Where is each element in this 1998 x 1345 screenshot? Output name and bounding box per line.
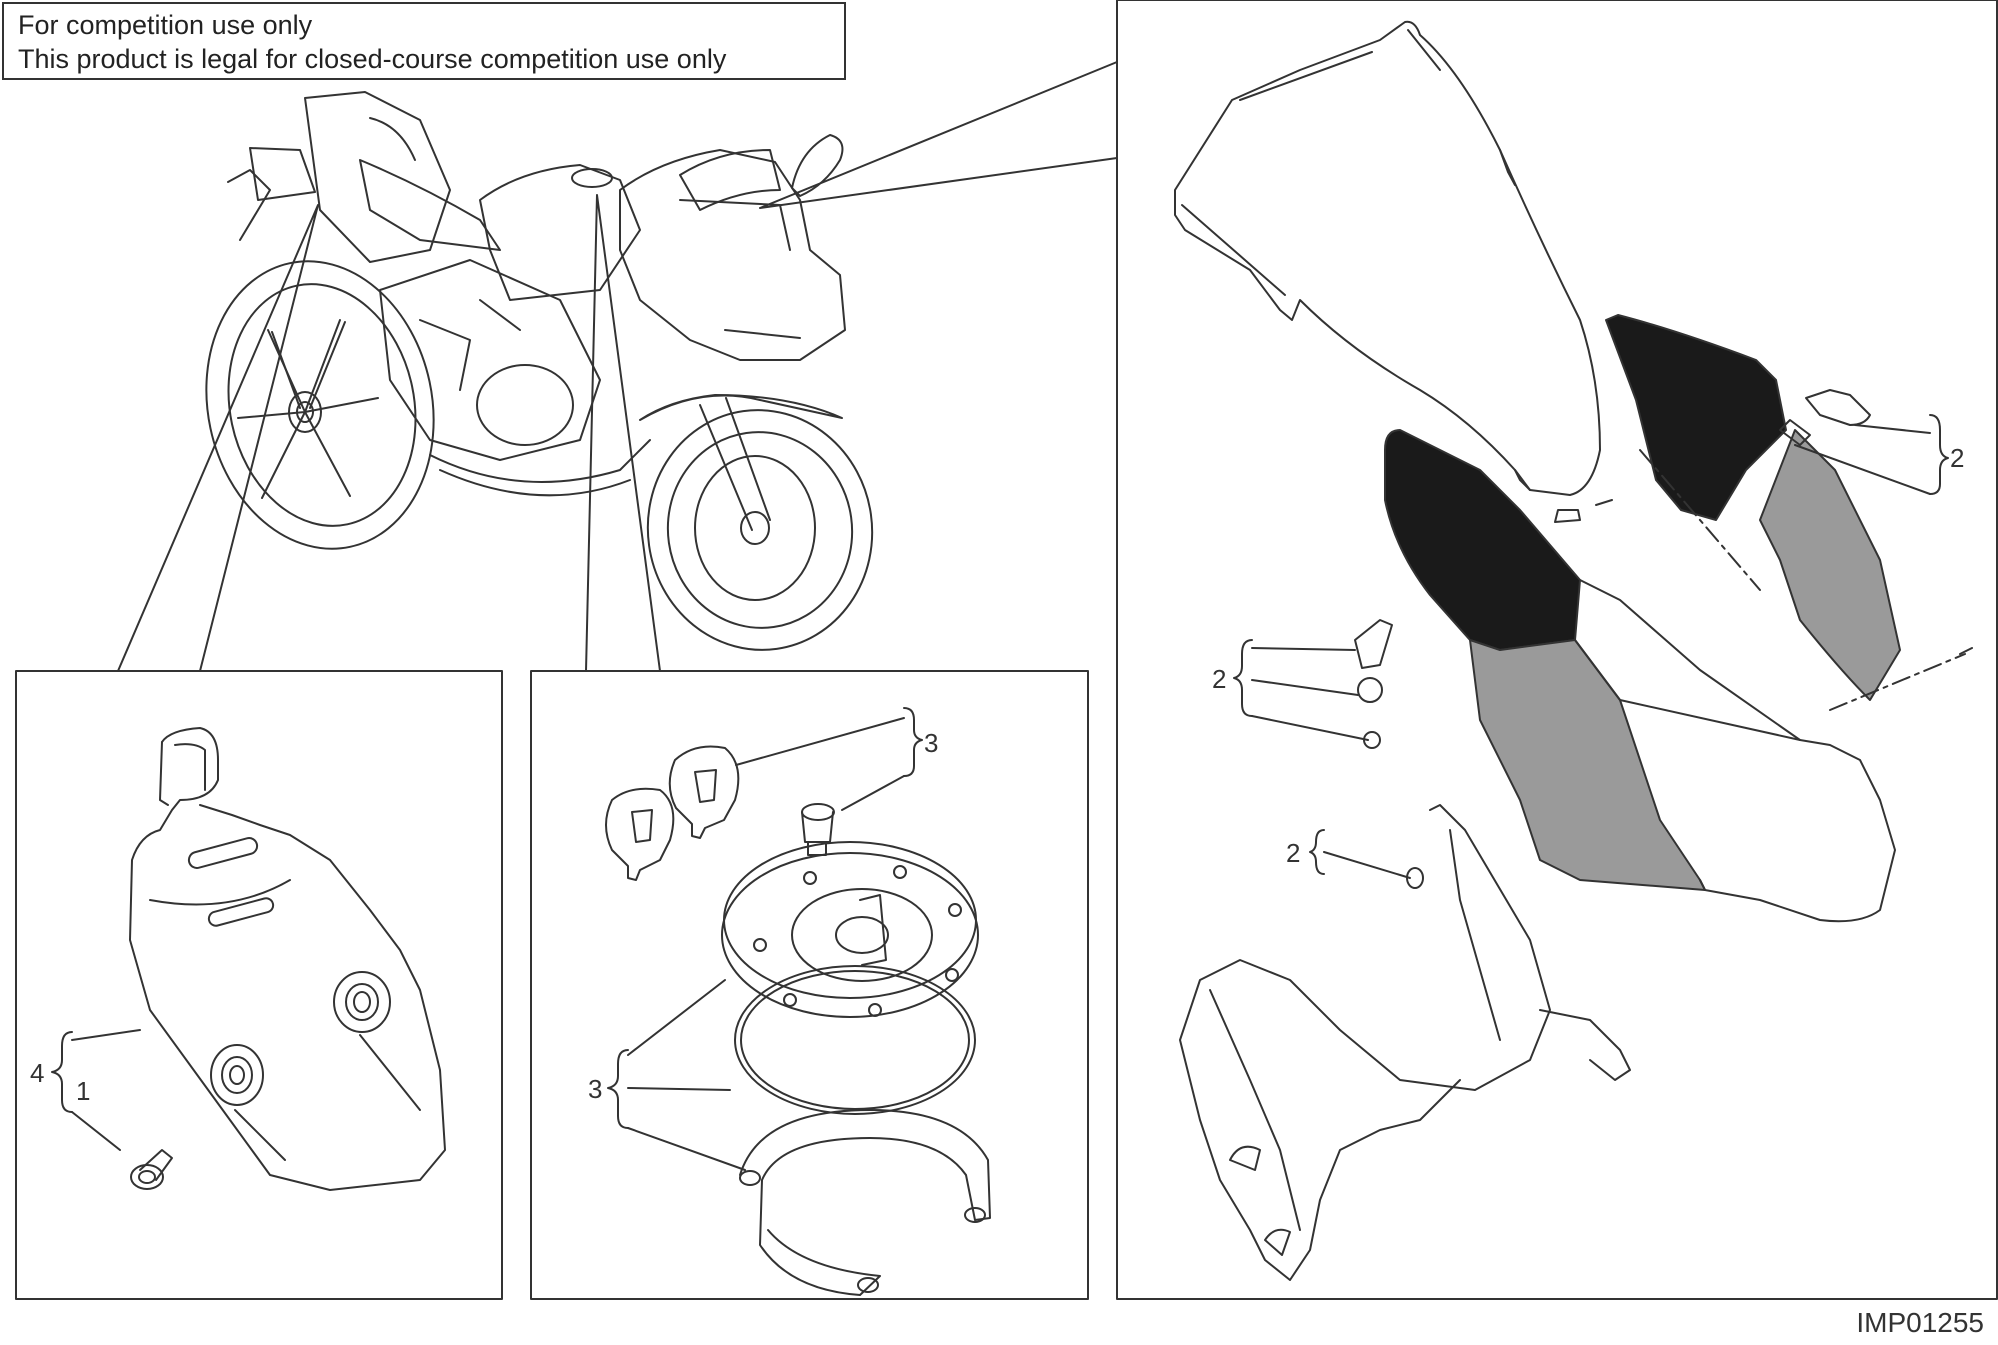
right-detail-panel [1116, 0, 1998, 1300]
competition-notice: For competition use only This product is… [2, 2, 846, 80]
callout-2-left: 2 [1212, 664, 1226, 694]
callout-2-screw: 2 [1286, 838, 1300, 868]
callout-3-top: 3 [924, 728, 938, 758]
rear-seat-cover-part [51, 727, 446, 1191]
leader-rear-cover [117, 204, 319, 672]
mirror-plate-top [1805, 389, 1871, 426]
leader-windscreen [759, 61, 1118, 209]
left-detail-panel [15, 670, 503, 1300]
mirror-plate-left [1354, 619, 1393, 669]
windscreen-fairing-kit [1174, 20, 1973, 1281]
leader-tank-cap [585, 194, 661, 672]
center-detail-panel [530, 670, 1089, 1300]
motorcycle-illustration [205, 91, 874, 651]
fuel-tank-cap-kit [605, 707, 991, 1296]
drawing-code: IMP01255 [1856, 1307, 1984, 1338]
callout-1: 1 [76, 1076, 90, 1106]
callout-4: 4 [30, 1058, 44, 1088]
notice-line-1: For competition use only [18, 10, 313, 40]
callout-3-bottom: 3 [588, 1074, 602, 1104]
notice-line-2: This product is legal for closed-course … [18, 44, 727, 74]
callout-2-top: 2 [1950, 443, 1964, 473]
